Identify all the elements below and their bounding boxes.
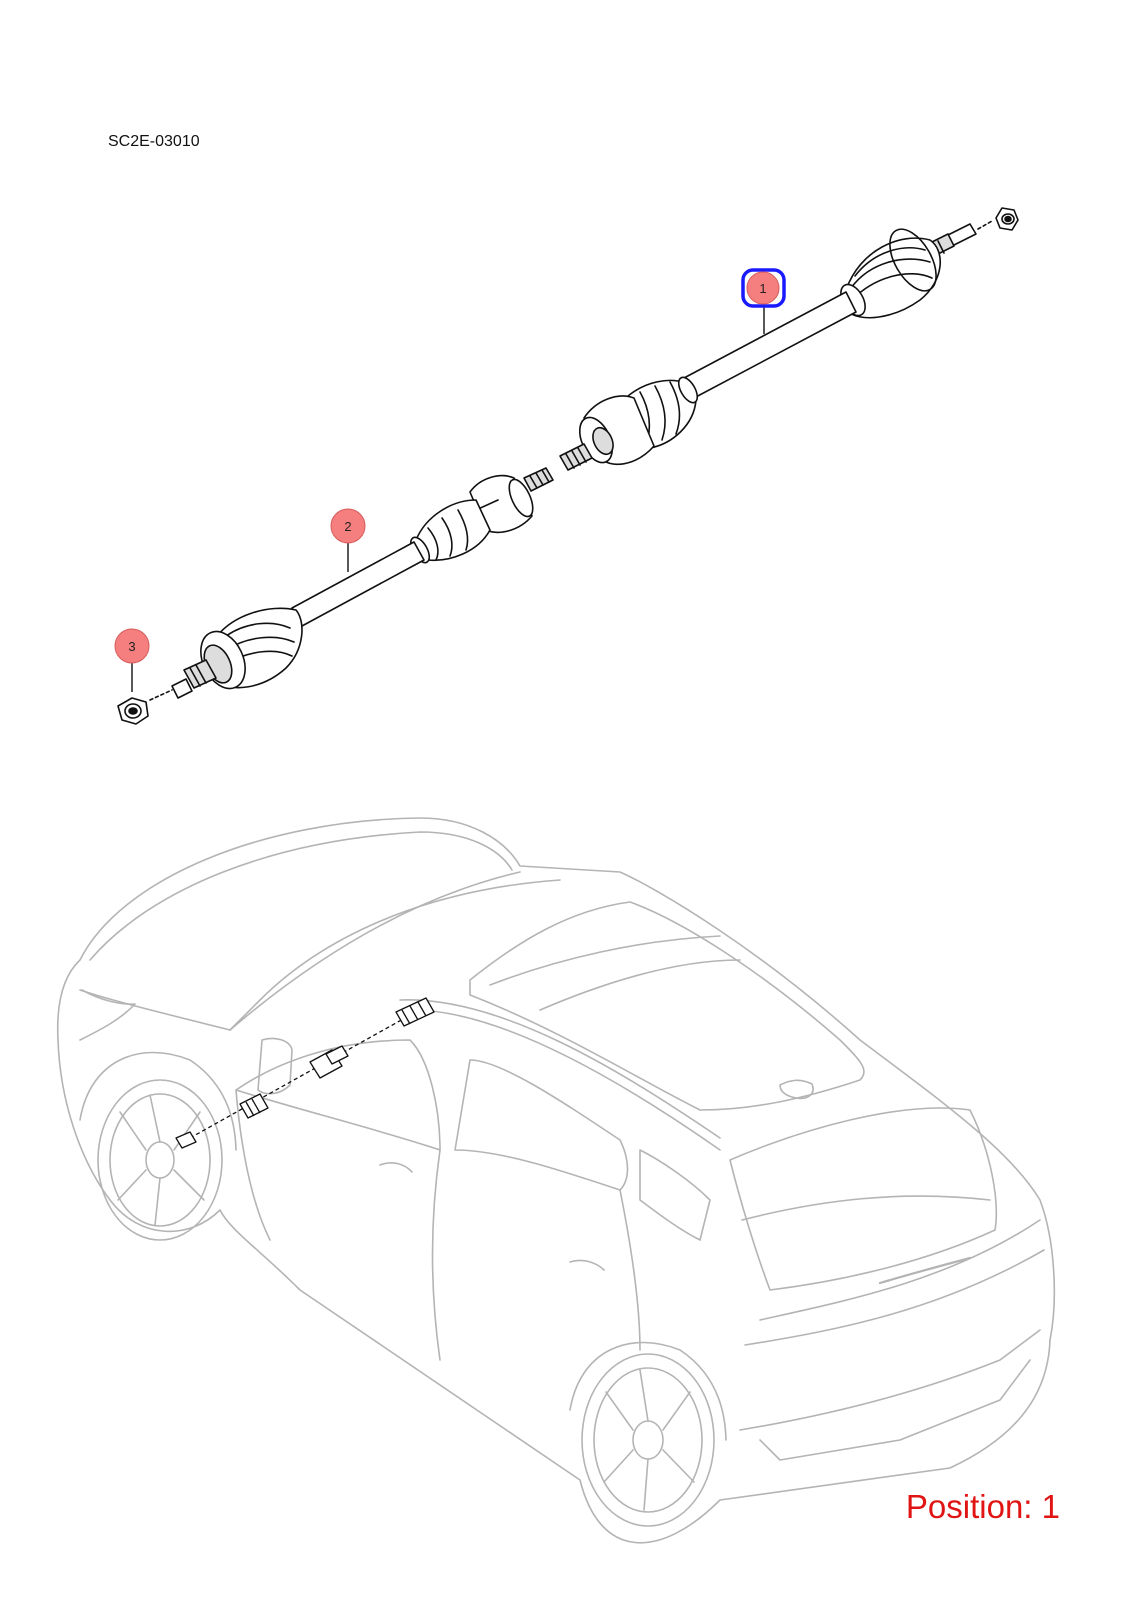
- callout-2-bubble[interactable]: [330, 508, 366, 544]
- callout-2[interactable]: 2: [330, 508, 366, 572]
- sunroof: [469, 901, 865, 1111]
- vehicle-body-outline: [56, 817, 1056, 1544]
- vehicle-drive-shaft-highlight: [175, 997, 435, 1149]
- callout-1[interactable]: 1: [741, 268, 786, 334]
- side-mirror: [257, 1037, 293, 1095]
- rear-door-window: [454, 1059, 629, 1191]
- callout-1-number: 1: [759, 281, 766, 296]
- rear-quarter-window: [639, 1149, 711, 1241]
- front-door-window: [235, 1039, 441, 1151]
- front-wheel: [97, 1079, 223, 1241]
- drive-shaft-assembly[interactable]: [117, 207, 1019, 725]
- callout-1-selection-outline: [741, 268, 786, 308]
- outer-cv-stub-lower: [149, 659, 217, 701]
- nut-lower[interactable]: [117, 697, 149, 725]
- outer-cv-boot-lower[interactable]: [192, 607, 303, 695]
- intermediate-splines: [523, 467, 554, 492]
- vehicle-locator-illustration: [56, 817, 1056, 1544]
- shaft-bar-lower[interactable]: [291, 541, 425, 627]
- callout-2-number: 2: [344, 519, 351, 534]
- shaft-bar-upper[interactable]: [683, 291, 857, 399]
- nut-upper[interactable]: [977, 207, 1019, 231]
- diagram-code: SC2E-03010: [108, 133, 200, 150]
- outer-cv-boot-upper[interactable]: [836, 222, 946, 320]
- callout-3[interactable]: 3: [114, 628, 150, 692]
- rear-wheel: [581, 1353, 715, 1527]
- roof-rail: [411, 1009, 721, 1151]
- callout-3-bubble[interactable]: [114, 628, 150, 664]
- callout-1-bubble[interactable]: [746, 271, 780, 305]
- rear-bumper: [759, 1359, 1031, 1461]
- callout-3-number: 3: [128, 639, 135, 654]
- splined-stub-middle: [559, 443, 593, 471]
- rear-windshield: [729, 1107, 998, 1291]
- position-indicator: Position: 1: [905, 1488, 1060, 1525]
